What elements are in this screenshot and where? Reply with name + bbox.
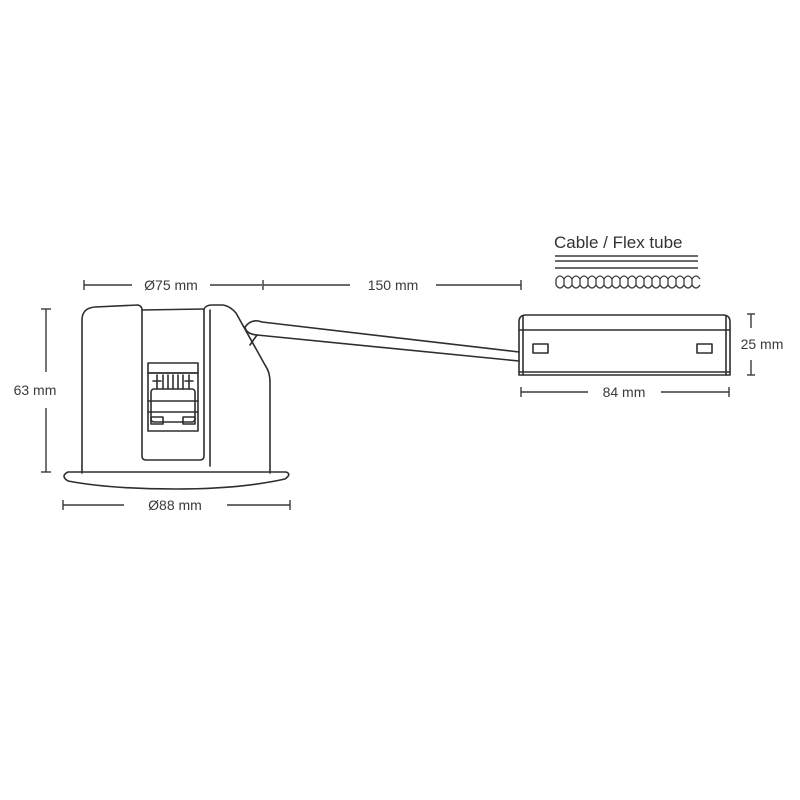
dimension-top-diameter: Ø75 mm	[83, 277, 264, 293]
flex-tube-icon	[555, 275, 701, 289]
cable	[244, 320, 520, 362]
height-label: 63 mm	[14, 382, 57, 398]
top-diameter-label: Ø75 mm	[144, 277, 198, 293]
cable-length-label: 150 mm	[368, 277, 419, 293]
downlight-housing	[63, 304, 290, 490]
legend: Cable / Flex tube	[554, 233, 701, 289]
bottom-diameter-label: Ø88 mm	[148, 497, 202, 513]
dimension-driver-length: 84 mm	[520, 384, 730, 400]
dimension-height: 63 mm	[14, 308, 57, 473]
driver-height-label: 25 mm	[741, 336, 784, 352]
cable-lines-icon	[555, 255, 698, 269]
driver-box	[518, 314, 731, 376]
dimension-cable-length: 150 mm	[263, 277, 522, 293]
legend-title: Cable / Flex tube	[554, 233, 683, 252]
dimension-bottom-diameter: Ø88 mm	[62, 497, 291, 513]
connector-icon	[147, 362, 199, 432]
driver-length-label: 84 mm	[603, 384, 646, 400]
dimension-driver-height: 25 mm	[741, 313, 784, 376]
